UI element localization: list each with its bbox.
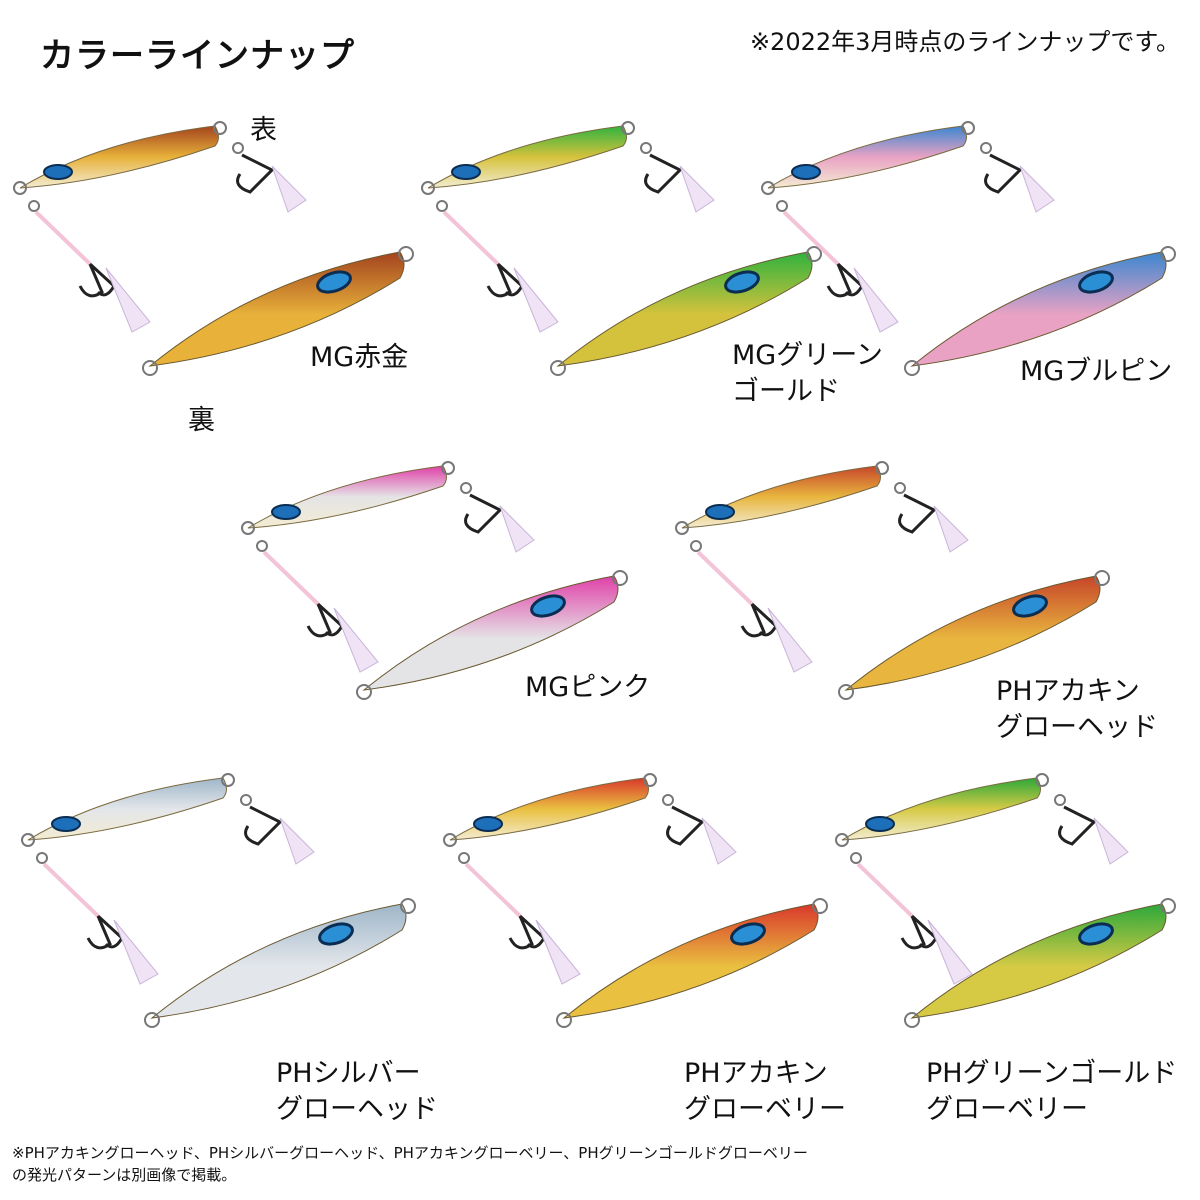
page-title: カラーラインナップ <box>40 36 355 76</box>
color-name-label: MGピンク <box>525 672 651 703</box>
front-side-label: 表 <box>250 115 277 146</box>
color-name-label: PHシルバー グローヘッド <box>276 1058 438 1125</box>
lure-back-image <box>142 246 414 376</box>
lure-back-image <box>904 246 1176 376</box>
lure-back-image <box>356 570 628 700</box>
lure-front-image <box>675 461 969 673</box>
lure-front-image <box>241 461 535 673</box>
color-name-label: PHグリーンゴールド グローベリー <box>926 1058 1178 1125</box>
lineup-date-note: ※2022年3月時点のラインナップです。 <box>749 28 1180 56</box>
lure-back-image <box>556 898 828 1028</box>
lure-front-image <box>835 773 1129 985</box>
lure-back-image <box>144 898 416 1028</box>
color-name-label: MGグリーン ゴールド <box>732 340 883 407</box>
lure-front-image <box>13 121 307 333</box>
color-name-label: MG赤金 <box>310 342 409 373</box>
color-name-label: PHアカキン グローベリー <box>684 1058 846 1125</box>
lure-front-image <box>21 773 315 985</box>
color-name-label: PHアカキン グローヘッド <box>996 676 1158 743</box>
color-name-label: MGブルピン <box>1020 356 1173 387</box>
footnote: ※PHアカキングローヘッド、PHシルバーグローヘッド、PHアカキングローベリー、… <box>12 1144 808 1184</box>
lure-front-image <box>761 121 1055 333</box>
back-side-label: 裏 <box>188 405 215 436</box>
lure-front-image <box>421 121 715 333</box>
lure-front-image <box>443 773 737 985</box>
lure-back-image <box>550 246 822 376</box>
lure-back-image <box>838 570 1110 700</box>
lure-back-image <box>904 898 1176 1028</box>
